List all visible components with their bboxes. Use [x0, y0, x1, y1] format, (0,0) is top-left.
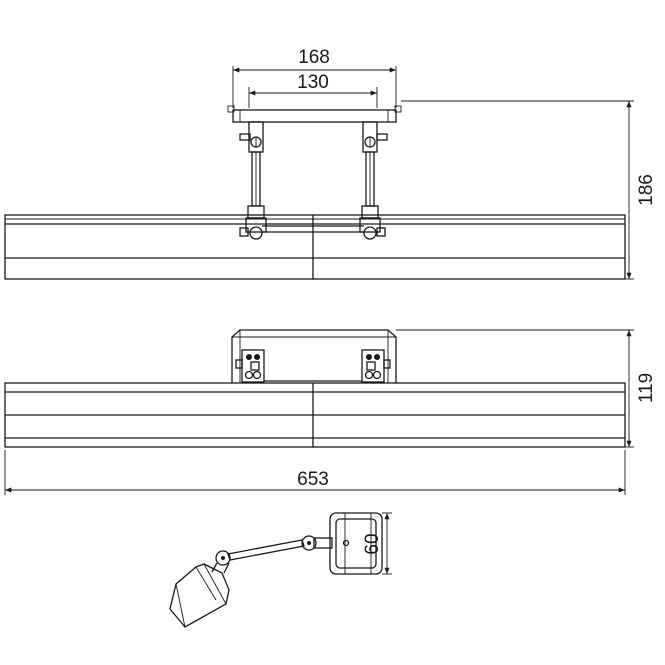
- dim-130: 130: [248, 72, 378, 108]
- front-left-bracket: [235, 349, 265, 383]
- dim-186: 186: [401, 100, 657, 280]
- dim-60-label: 60: [362, 533, 383, 554]
- side-view: 60: [169, 512, 392, 628]
- side-backplate: [329, 512, 383, 575]
- dim-168-label: 168: [298, 47, 330, 68]
- front-lamp-body: [4, 382, 626, 448]
- dim-119: 119: [396, 329, 657, 448]
- dim-119-label: 119: [636, 373, 657, 403]
- dim-168: 168: [232, 47, 397, 108]
- dim-653-label: 653: [297, 469, 329, 490]
- dim-653: 653: [4, 450, 626, 495]
- top-lamp-body: [4, 214, 626, 280]
- front-backplate: [231, 329, 397, 383]
- top-right-arm: [359, 121, 388, 240]
- dim-186-label: 186: [636, 174, 657, 206]
- top-left-arm: [239, 121, 267, 240]
- top-view: 168 130 186: [4, 47, 657, 280]
- dim-130-label: 130: [297, 72, 329, 93]
- dim-60: 60: [362, 512, 392, 575]
- front-right-bracket: [361, 349, 391, 383]
- top-mounting-plate: [232, 109, 397, 123]
- side-shade: [169, 563, 230, 628]
- side-arm: [211, 535, 333, 574]
- front-view: 119 653: [4, 329, 657, 495]
